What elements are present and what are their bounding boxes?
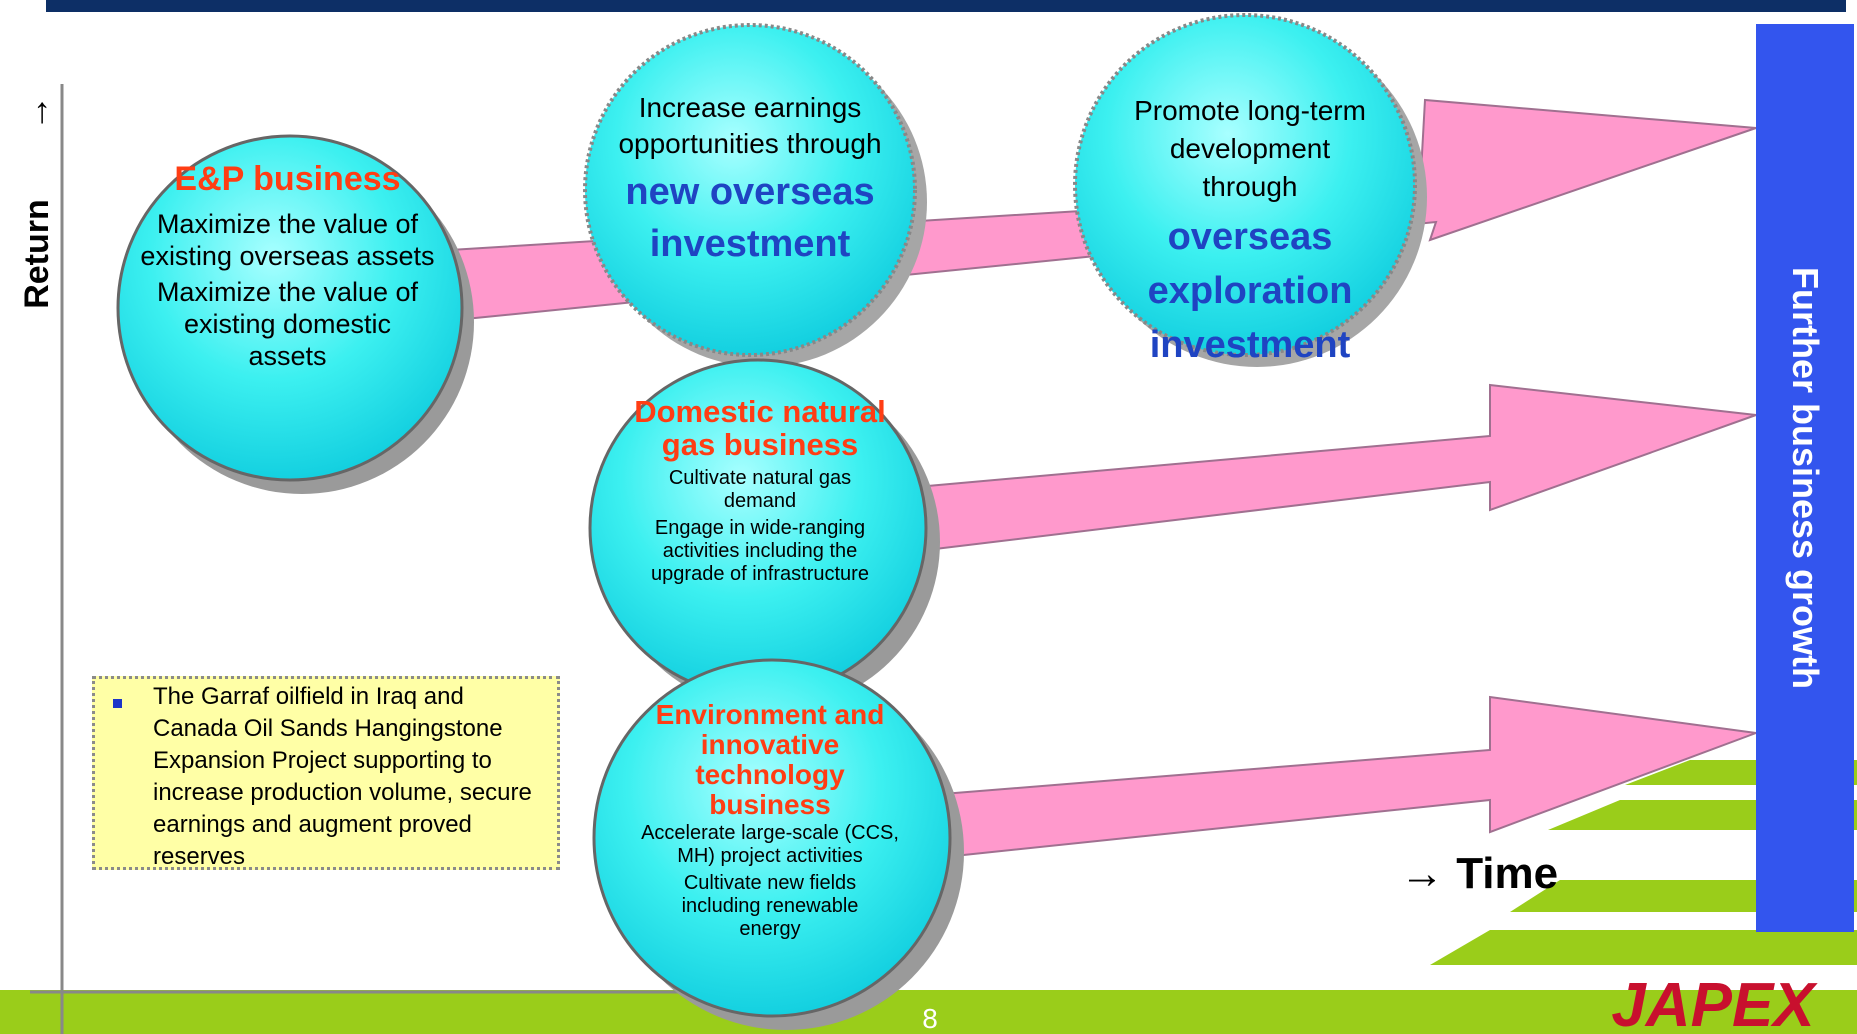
gas-title: Domestic natural gas business (634, 394, 886, 462)
middle-arrow (903, 383, 1757, 554)
y-axis-arrow: → (15, 95, 56, 131)
bottom-arrow (928, 695, 1757, 860)
env-circle (592, 658, 952, 1018)
x-axis-label: → Time (1400, 849, 1559, 898)
ep-line-overseas: Maximize the value of existing overseas … (140, 209, 435, 271)
newinv-emphasis: new overseas investment (625, 171, 875, 265)
explo-emphasis: overseas exploration investment (1147, 216, 1353, 366)
y-axis-label-text: Return (18, 199, 56, 309)
ep-title: E&P business (174, 160, 401, 198)
note-bullet (113, 699, 122, 708)
env-title: Environment and innovative technology bu… (655, 699, 885, 820)
explo-circle (1073, 13, 1417, 357)
gas-circle-text: Domestic natural gas business Cultivate … (590, 395, 930, 665)
growth-label: Further business growth (1785, 266, 1826, 690)
svg-text:JAPEX: JAPEX (1611, 976, 1818, 1034)
ep-line-domestic: Maximize the value of existing domestic … (156, 277, 419, 371)
newinv-circle-text: Increase earnings opportunities through … (570, 90, 930, 290)
note-text: The Garraf oilfield in Iraq and Canada O… (153, 683, 532, 870)
ep-circle (116, 134, 464, 482)
page-number: 8 (922, 1003, 938, 1034)
japex-logo: JAPEX (1611, 976, 1818, 1034)
env-line-projects: Accelerate large-scale (CCS, MH) project… (641, 822, 899, 867)
newinv-pre: Increase earnings opportunities through (618, 92, 882, 159)
explo-pre: Promote long-term development through (1134, 95, 1366, 202)
growth-bar: Further business growth (1756, 24, 1854, 932)
top-header-bar (46, 0, 1846, 12)
newinv-circle (583, 23, 917, 357)
env-line-fields: Cultivate new fields including renewable… (681, 872, 859, 940)
bottom-band (0, 990, 1857, 1034)
note-box: The Garraf oilfield in Iraq and Canada O… (92, 676, 560, 870)
gas-line-infra: Engage in wide-ranging activities includ… (651, 517, 869, 585)
gas-line-demand: Cultivate natural gas demand (668, 467, 852, 512)
y-axis-label: Return (12, 160, 68, 350)
explo-circle-text: Promote long-term development through ov… (1030, 92, 1470, 366)
ep-circle-text: E&P business Maximize the value of exist… (110, 160, 465, 450)
env-circle-text: Environment and innovative technology bu… (600, 700, 940, 1020)
